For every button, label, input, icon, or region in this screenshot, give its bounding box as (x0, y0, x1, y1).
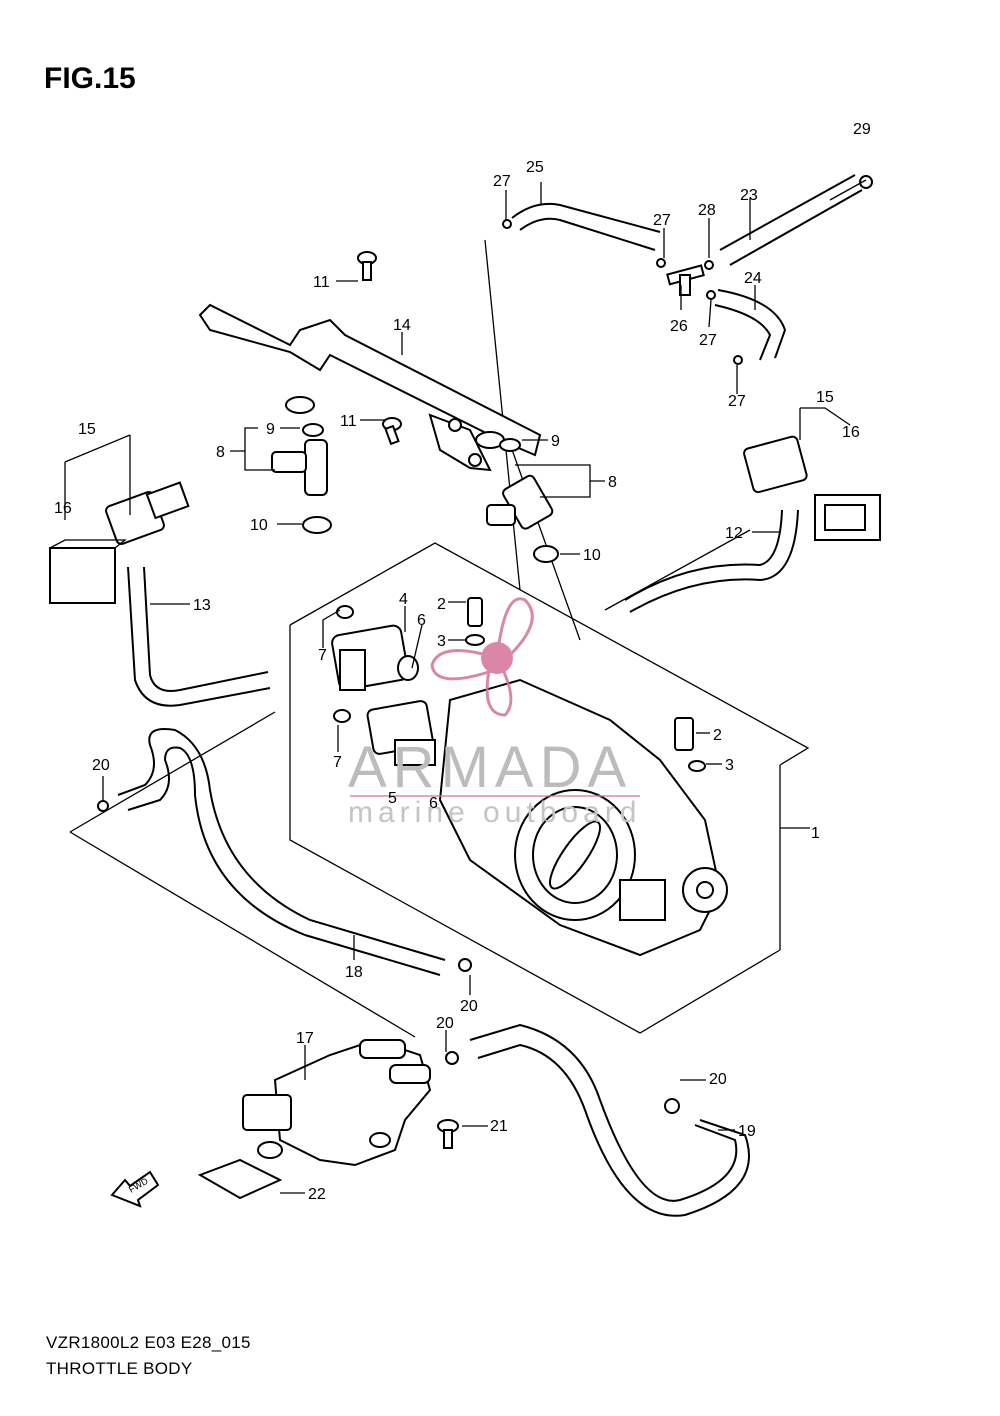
throttle-position-sensor-lower (333, 700, 436, 766)
figure-name: THROTTLE BODY (46, 1359, 193, 1378)
callout-10-left: 10 (250, 517, 268, 534)
callout-14: 14 (393, 317, 411, 334)
throttle-position-sensor-upper (331, 605, 419, 691)
callout-4: 4 (399, 591, 408, 608)
fwd-arrow-icon: FWD (110, 1170, 160, 1208)
vacuum-plug-upper (465, 597, 485, 646)
callout-20-a: 20 (92, 757, 110, 774)
screw-11-upper (357, 251, 377, 281)
isc-pad (197, 1158, 283, 1200)
leader-lines (64, 179, 867, 1194)
callout-3-lower: 3 (725, 757, 734, 774)
fuel-delivery-pipe (198, 303, 542, 472)
callout-5: 5 (388, 790, 397, 807)
screw-21 (437, 1119, 459, 1149)
callout-29: 29 (853, 121, 871, 138)
callout-7-upper: 7 (318, 647, 327, 664)
callout-11-lower: 11 (340, 413, 357, 430)
callout-2-upper: 2 (437, 596, 446, 613)
callout-17: 17 (296, 1030, 314, 1047)
watermark: ARMADA marine outboard (348, 597, 641, 829)
sensor-left (49, 481, 190, 604)
screw-11-lower (382, 417, 402, 446)
callout-6-upper: 6 (417, 612, 426, 629)
three-way-joint (666, 264, 705, 296)
fuel-injector-right (486, 438, 559, 563)
watermark-brand: ARMADA (348, 735, 632, 800)
callout-11-upper: 11 (313, 274, 330, 291)
fuel-injector-left (271, 423, 332, 534)
callout-3-upper: 3 (437, 633, 446, 650)
callout-20-d: 20 (709, 1071, 727, 1088)
callout-27-d: 27 (728, 393, 746, 410)
callout-1: 1 (811, 825, 820, 842)
callout-25: 25 (526, 159, 544, 176)
callout-10-right: 10 (583, 547, 601, 564)
callout-20-c: 20 (436, 1015, 454, 1032)
callout-labels: 1 2 2 3 3 4 5 6 6 7 7 8 8 9 9 10 10 11 1… (54, 121, 871, 1203)
callout-24: 24 (744, 270, 762, 287)
callout-27-b: 27 (653, 212, 671, 229)
callout-20-b: 20 (460, 998, 478, 1015)
callout-15-left: 15 (78, 421, 96, 438)
idle-speed-control-valve (242, 1038, 432, 1167)
callout-26: 26 (670, 318, 688, 335)
vacuum-plug-lower (674, 717, 706, 772)
callout-13: 13 (193, 597, 211, 614)
callout-21: 21 (490, 1118, 508, 1135)
callout-8-right: 8 (608, 474, 617, 491)
callout-19: 19 (738, 1123, 756, 1140)
model-code: VZR1800L2 E03 E28_015 (46, 1333, 251, 1352)
callout-2-lower: 2 (713, 727, 722, 744)
callout-22: 22 (308, 1186, 326, 1203)
sensor-right (743, 435, 881, 541)
hoses (117, 174, 863, 1217)
callout-27-c: 27 (699, 332, 717, 349)
callout-23: 23 (740, 187, 758, 204)
callout-9-right: 9 (551, 433, 560, 450)
callout-8-left: 8 (216, 444, 225, 461)
callout-16-left: 16 (54, 500, 72, 517)
callout-12: 12 (725, 525, 743, 542)
throttle-body (438, 678, 728, 957)
callout-18: 18 (345, 964, 363, 981)
watermark-propeller-logo (430, 597, 534, 717)
hose-clamps (97, 175, 873, 1114)
callout-16-right: 16 (842, 424, 860, 441)
callout-15-right: 15 (816, 389, 834, 406)
callout-7-lower: 7 (333, 754, 342, 771)
callout-27-a: 27 (493, 173, 511, 190)
watermark-tagline: marine outboard (348, 796, 641, 829)
figure-title: FIG.15 (44, 62, 136, 95)
callout-6-lower: 6 (429, 795, 438, 812)
callout-9-left: 9 (266, 421, 275, 438)
callout-28: 28 (698, 202, 716, 219)
